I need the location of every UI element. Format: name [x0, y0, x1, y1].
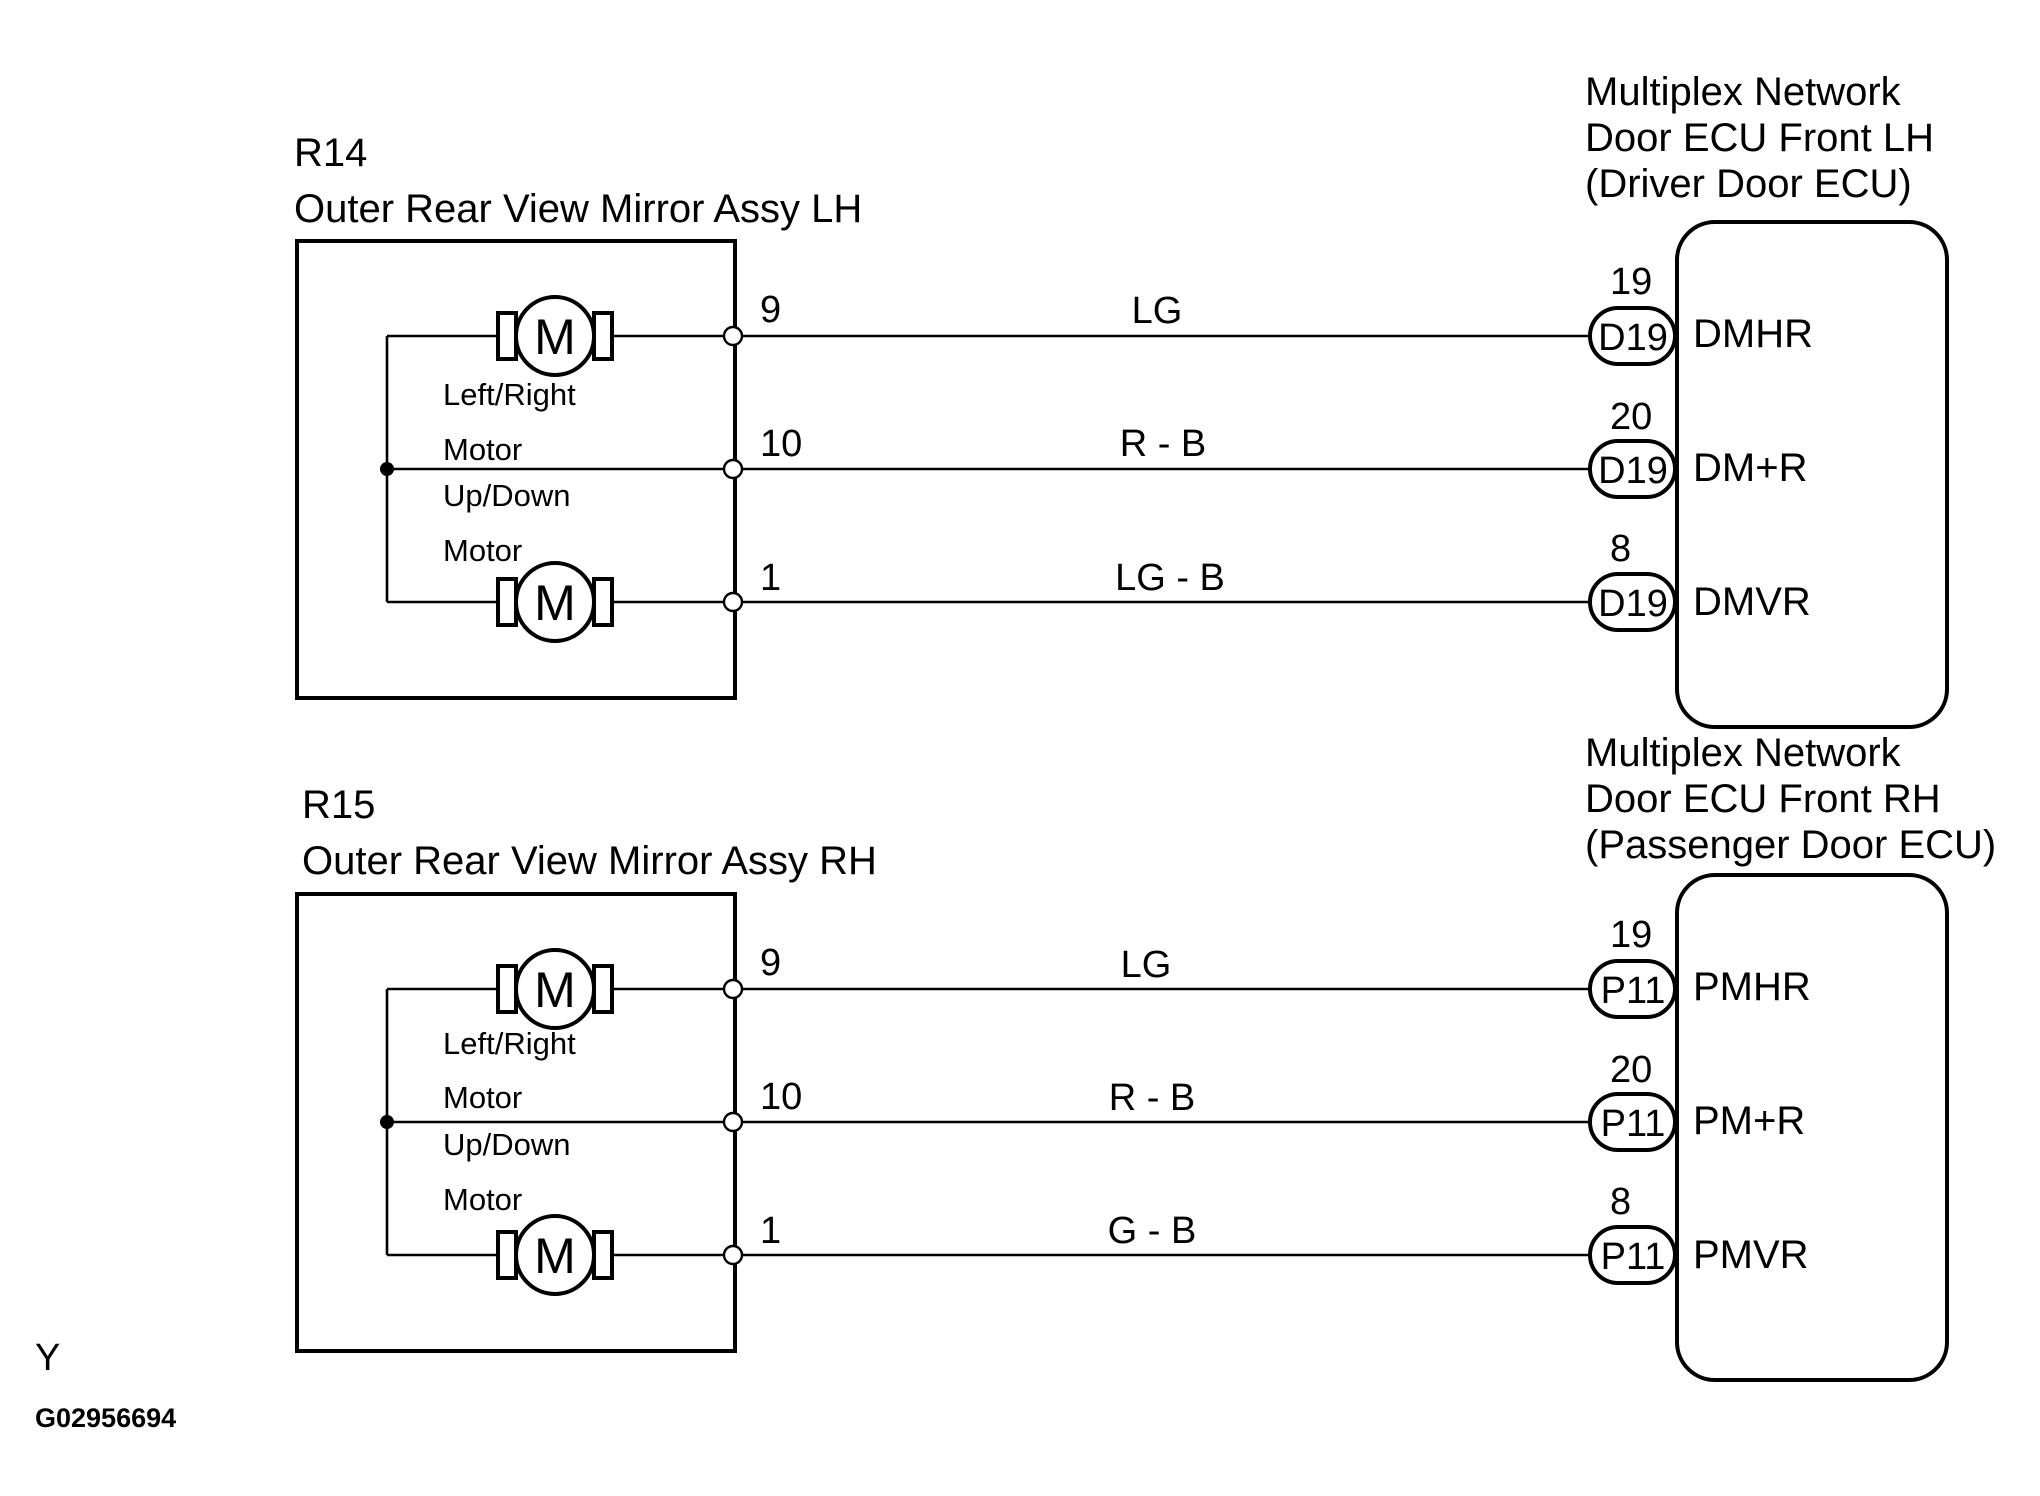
motor1-label-a: Left/Right [443, 1026, 576, 1061]
junction-dot [380, 1115, 394, 1129]
connector-code: D19 [1598, 450, 1668, 492]
terminal-circle [722, 978, 744, 1000]
component-title-lh-mirror: Outer Rear View Mirror Assy LH [294, 187, 862, 231]
connector-code: D19 [1598, 317, 1668, 359]
motor1-label-b: Motor [443, 1080, 522, 1115]
terminal-circle [722, 591, 744, 613]
terminal-circle [722, 325, 744, 347]
motor-symbol: M [534, 309, 576, 365]
wire-color-label: R - B [1109, 1077, 1196, 1119]
wires-top: LG R - B LG - B [722, 290, 1590, 613]
connector-badge [1588, 572, 1677, 632]
ecu-title-line: Door ECU Front LH [1585, 116, 1934, 160]
motor-symbol: M [534, 575, 576, 631]
left-right-motor-icon: M [496, 295, 614, 377]
pin-number: 1 [760, 557, 781, 599]
left-right-motor-icon: M [496, 948, 614, 1030]
component-code-r15: R15 [302, 783, 375, 827]
ecu-terminal-name: PM+R [1693, 1099, 1805, 1143]
section-left-mirror: R14 Outer Rear View Mirror Assy LH M M L… [294, 131, 862, 700]
connector-badge [1588, 1092, 1677, 1152]
ecu-title-line: (Driver Door ECU) [1585, 162, 1912, 206]
ecu-terminal-name: PMVR [1693, 1233, 1809, 1277]
connector-code: P11 [1601, 1103, 1666, 1145]
pin-number: 20 [1610, 396, 1652, 438]
pin-number: 9 [760, 289, 781, 331]
driver-door-ecu: Multiplex Network Door ECU Front LH (Dri… [1585, 70, 1949, 729]
connector-badge [1588, 959, 1677, 1019]
section-right-mirror: R15 Outer Rear View Mirror Assy RH M M L… [295, 783, 877, 1353]
wire-color-label: LG [1121, 944, 1172, 986]
connector-code: D19 [1598, 583, 1668, 625]
motor2-label-a: Up/Down [443, 478, 571, 513]
connector-code: P11 [1601, 1236, 1666, 1278]
ecu-terminal-name: DM+R [1693, 446, 1807, 490]
pin-number: 8 [1610, 1181, 1631, 1223]
wire-color-label: R - B [1120, 423, 1207, 465]
pin-number: 10 [760, 423, 802, 465]
pin-number: 8 [1610, 528, 1631, 570]
connector-badge [1588, 439, 1677, 499]
connector-code: P11 [1601, 970, 1666, 1012]
ecu-title-line: Multiplex Network [1585, 731, 1902, 775]
wire-color-label: LG - B [1115, 557, 1225, 599]
wire-color-label: LG [1132, 290, 1183, 332]
ecu-terminal-name: DMVR [1693, 580, 1811, 624]
figure-id: G02956694 [35, 1403, 176, 1433]
motor2-label-b: Motor [443, 1182, 522, 1217]
terminal-circle [722, 1244, 744, 1266]
up-down-motor-icon: M [496, 561, 614, 643]
pin-number: 19 [1610, 261, 1652, 303]
terminal-circle [722, 458, 744, 480]
connector-badge [1588, 1225, 1677, 1285]
pin-number: 1 [760, 1210, 781, 1252]
motor2-label-b: Motor [443, 533, 522, 568]
pin-number: 10 [760, 1076, 802, 1118]
passenger-door-ecu: Multiplex Network Door ECU Front RH (Pas… [1585, 731, 1996, 1382]
component-code-r14: R14 [294, 131, 367, 175]
ecu-box [1675, 220, 1949, 729]
wire-color-label: G - B [1108, 1210, 1197, 1252]
footer-y-label: Y [35, 1337, 60, 1379]
motor-symbol: M [534, 1228, 576, 1284]
ecu-box [1675, 873, 1949, 1382]
pin-number: 9 [760, 942, 781, 984]
motor2-label-a: Up/Down [443, 1127, 571, 1162]
motor1-label-b: Motor [443, 432, 522, 467]
connector-badge [1588, 306, 1677, 366]
wires-bottom: LG R - B G - B [722, 944, 1590, 1266]
terminal-circle [722, 1111, 744, 1133]
motor1-label-a: Left/Right [443, 377, 576, 412]
ecu-title-line: Door ECU Front RH [1585, 777, 1941, 821]
ecu-terminal-name: PMHR [1693, 965, 1811, 1009]
component-title-rh-mirror: Outer Rear View Mirror Assy RH [302, 839, 877, 883]
pin-number: 19 [1610, 914, 1652, 956]
ecu-terminal-name: DMHR [1693, 312, 1813, 356]
up-down-motor-icon: M [496, 1214, 614, 1296]
motor-symbol: M [534, 962, 576, 1018]
junction-dot [380, 462, 394, 476]
ecu-title-line: (Passenger Door ECU) [1585, 823, 1996, 867]
pin-number: 20 [1610, 1049, 1652, 1091]
ecu-title-line: Multiplex Network [1585, 70, 1902, 114]
